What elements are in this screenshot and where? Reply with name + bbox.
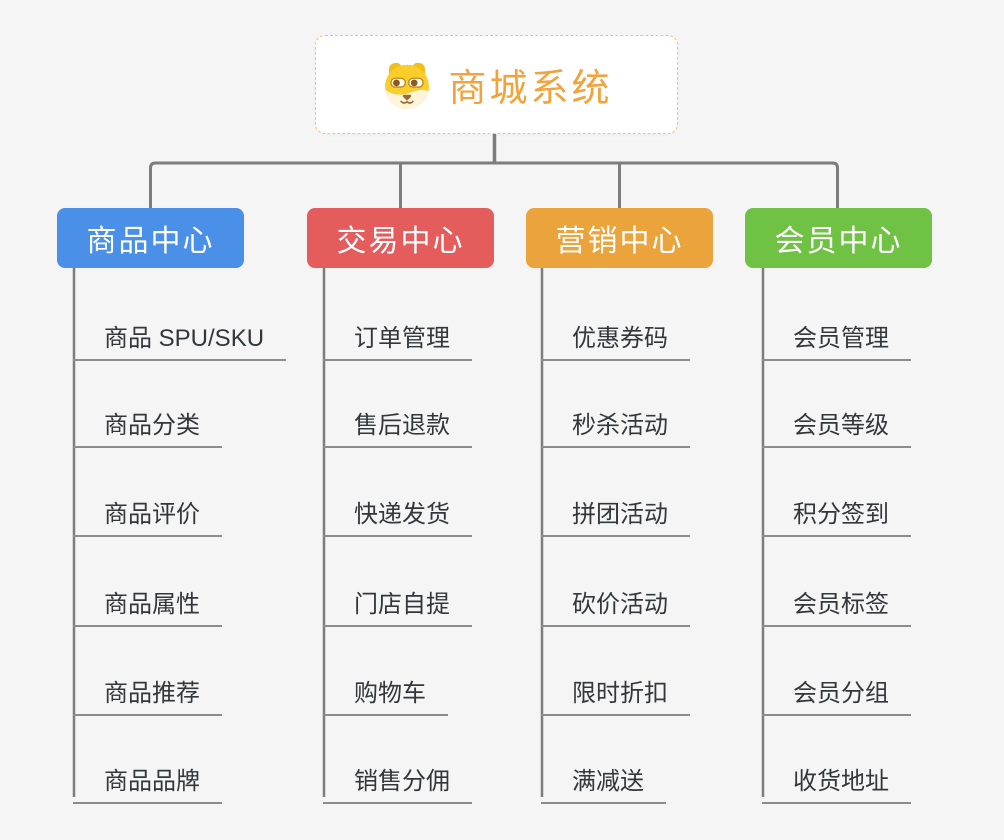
leaf-item[interactable]: 拼团活动 bbox=[541, 487, 690, 537]
leaf-item[interactable]: 会员等级 bbox=[762, 398, 911, 448]
branch-node-marketing-center[interactable]: 营销中心 bbox=[526, 208, 713, 268]
leaf-item[interactable]: 会员分组 bbox=[762, 666, 911, 716]
leaf-item[interactable]: 秒杀活动 bbox=[541, 398, 690, 448]
leaf-item[interactable]: 限时折扣 bbox=[541, 666, 690, 716]
root-title: 商城系统 bbox=[448, 68, 613, 110]
leaf-item[interactable]: 优惠券码 bbox=[541, 311, 690, 361]
leaf-item[interactable]: 满减送 bbox=[541, 754, 666, 804]
branch-node-product-center[interactable]: 商品中心 bbox=[57, 208, 244, 268]
leaf-item[interactable]: 门店自提 bbox=[323, 577, 472, 627]
leaf-item[interactable]: 销售分佣 bbox=[323, 754, 472, 804]
leaf-item[interactable]: 商品 SPU/SKU bbox=[73, 311, 287, 361]
leaf-item[interactable]: 商品推荐 bbox=[73, 666, 222, 716]
dog-face-icon bbox=[385, 62, 430, 109]
leaf-item[interactable]: 积分签到 bbox=[762, 487, 911, 537]
branch-node-trade-center[interactable]: 交易中心 bbox=[307, 208, 494, 268]
leaf-item[interactable]: 收货地址 bbox=[762, 754, 911, 804]
leaf-item[interactable]: 购物车 bbox=[323, 666, 448, 716]
leaf-item[interactable]: 快递发货 bbox=[323, 487, 472, 537]
branch-node-member-center[interactable]: 会员中心 bbox=[745, 208, 932, 268]
leaf-item[interactable]: 会员标签 bbox=[762, 577, 911, 627]
leaf-item[interactable]: 订单管理 bbox=[323, 311, 472, 361]
leaf-item[interactable]: 商品属性 bbox=[73, 577, 222, 627]
leaf-item[interactable]: 会员管理 bbox=[762, 311, 911, 361]
leaf-item[interactable]: 砍价活动 bbox=[541, 577, 690, 627]
root-node[interactable]: 商城系统 bbox=[315, 35, 678, 134]
leaf-item[interactable]: 商品品牌 bbox=[73, 754, 222, 804]
leaf-item[interactable]: 商品评价 bbox=[73, 487, 222, 537]
leaf-item[interactable]: 商品分类 bbox=[73, 398, 222, 448]
leaf-item[interactable]: 售后退款 bbox=[323, 398, 472, 448]
